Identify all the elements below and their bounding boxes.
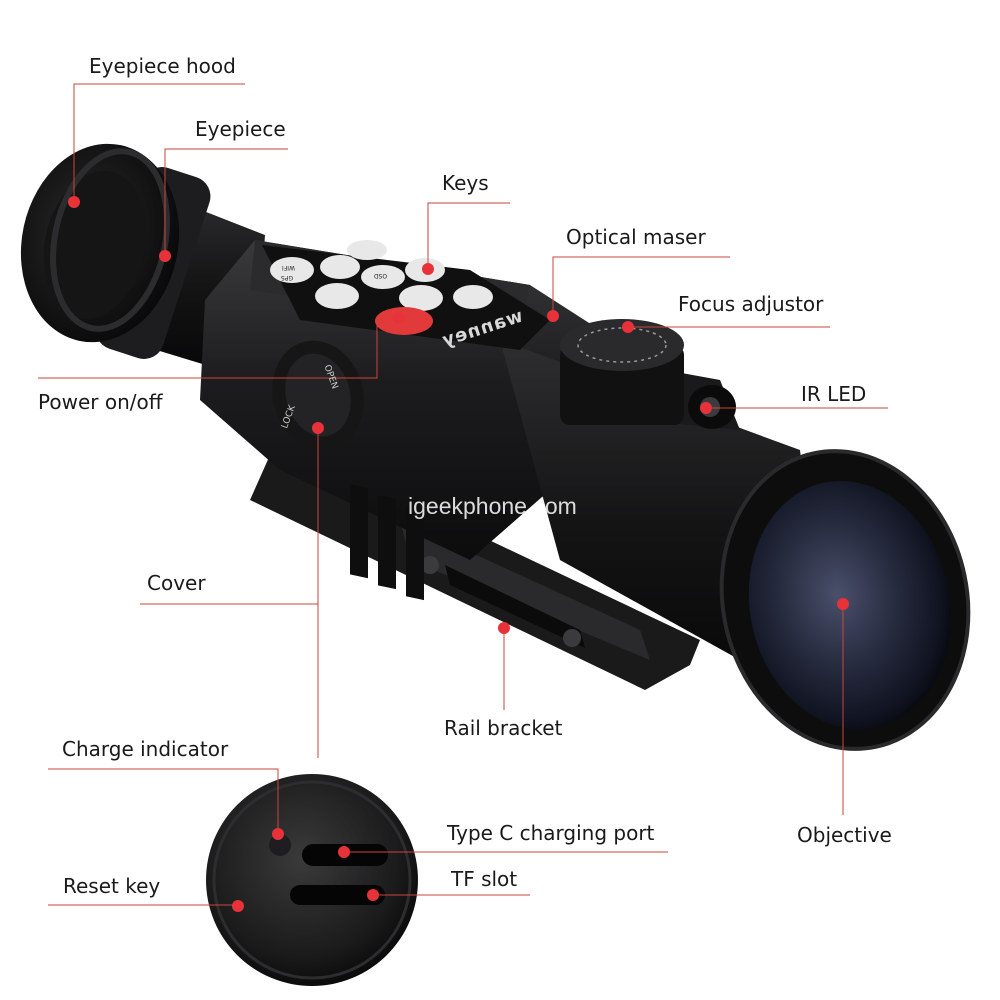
focus-knob-shape	[560, 319, 684, 425]
objective-shape	[719, 449, 971, 751]
line-eyepiece	[164, 148, 288, 255]
label-focus-adjustor: Focus adjustor	[678, 292, 824, 316]
label-optical-maser: Optical maser	[566, 225, 706, 249]
label-type-c-charging-port: Type C charging port	[447, 821, 655, 845]
charge-indicator-shape	[269, 834, 291, 856]
key-7	[399, 285, 443, 311]
key-1	[270, 257, 314, 283]
label-eyepiece: Eyepiece	[195, 117, 286, 141]
line-optical-maser	[552, 256, 730, 315]
key-label-wifi: WIFI	[282, 264, 295, 271]
key-3	[361, 265, 405, 289]
keys-panel-shape	[262, 240, 550, 350]
key-label-gps: GPS	[281, 274, 294, 281]
label-keys: Keys	[442, 171, 489, 195]
callout-lines	[38, 83, 888, 906]
label-cover: Cover	[147, 571, 206, 595]
key-5	[347, 240, 387, 260]
dot-focus-adjustor	[622, 321, 634, 333]
cover-inset-shape	[206, 774, 418, 986]
key-2	[320, 255, 360, 279]
label-rail-bracket: Rail bracket	[444, 716, 563, 740]
dot-tf-slot	[367, 889, 379, 901]
key-6	[315, 283, 359, 309]
label-reset-key: Reset key	[63, 874, 161, 898]
dot-objective	[837, 598, 849, 610]
line-eyepiece-hood	[73, 83, 245, 200]
dot-ir-led	[700, 402, 712, 414]
dot-charge-indicator	[272, 828, 284, 840]
label-ir-led: IR LED	[801, 382, 867, 406]
dot-reset-key	[232, 900, 244, 912]
watermark-text: igeekphone.com	[408, 493, 577, 519]
dot-rail-bracket	[498, 622, 510, 634]
dot-eyepiece	[159, 250, 171, 262]
dot-optical-maser	[547, 310, 559, 322]
key-label-osd: OSD	[374, 272, 388, 279]
dot-keys	[422, 263, 434, 275]
line-charge-indicator	[48, 768, 279, 833]
label-eyepiece-hood: Eyepiece hood	[89, 54, 236, 78]
label-power-on-off: Power on/off	[38, 390, 163, 414]
dot-cover	[312, 422, 324, 434]
label-charge-indicator: Charge indicator	[62, 737, 229, 761]
label-objective: Objective	[797, 823, 892, 847]
dot-type-c	[338, 846, 350, 858]
cover-knob-shape	[272, 340, 364, 450]
dot-power	[393, 312, 405, 324]
line-power	[38, 318, 378, 379]
tf-slot-shape	[290, 885, 385, 905]
key-8	[453, 285, 493, 309]
dot-eyepiece-hood	[68, 196, 80, 208]
line-keys	[427, 202, 510, 268]
callout-dots	[68, 196, 849, 912]
label-tf-slot: TF slot	[451, 867, 518, 891]
eyepiece-hood-shape	[20, 143, 180, 343]
